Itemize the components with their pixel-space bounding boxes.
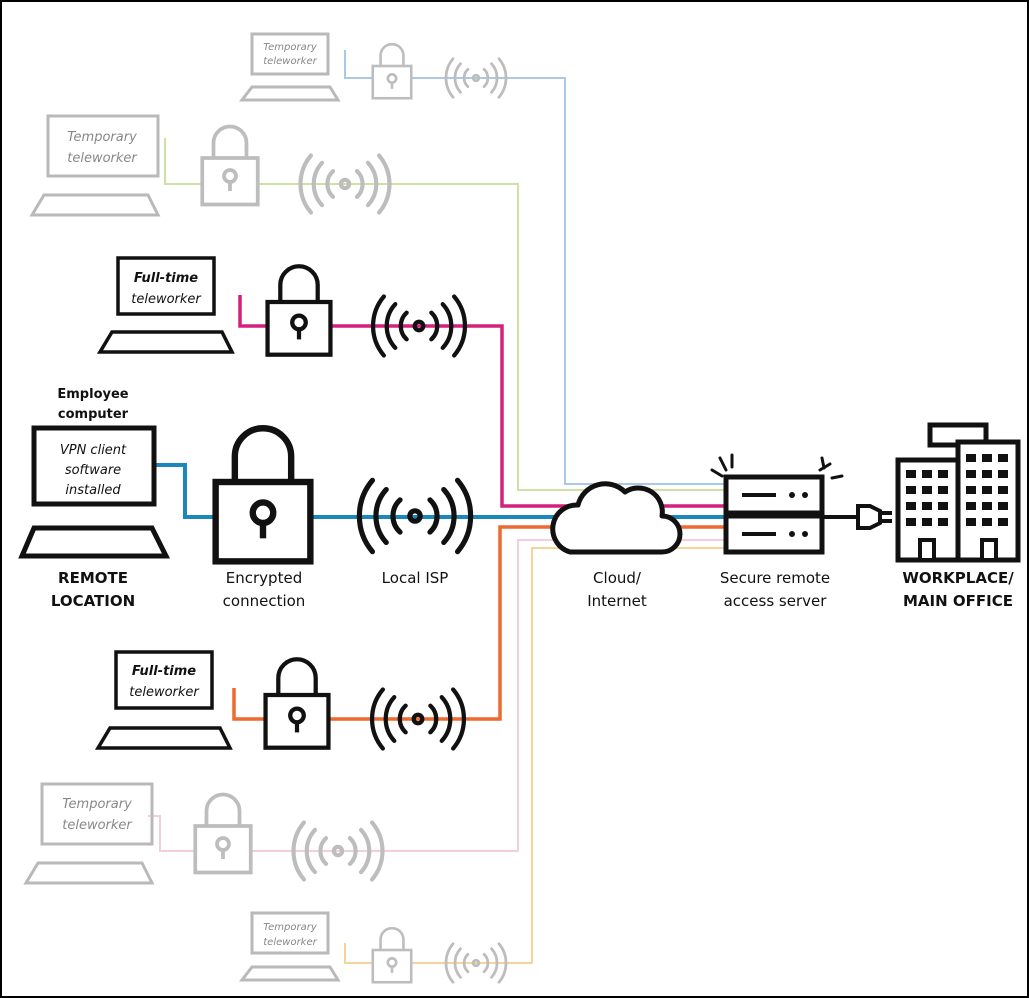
cloud-label-1: Cloud/ bbox=[593, 569, 642, 587]
vpn-client-text-2: software bbox=[65, 463, 121, 478]
laptop-icon bbox=[94, 650, 233, 750]
remote-location-label-1: REMOTE bbox=[58, 569, 128, 587]
teleworker-6-label-2: teleworker bbox=[263, 937, 317, 948]
teleworker-5: Temporary teleworker bbox=[23, 782, 382, 885]
laptop-icon bbox=[96, 256, 235, 354]
server-label-1: Secure remote bbox=[720, 569, 830, 587]
teleworker-1-label-1: Temporary bbox=[263, 42, 318, 53]
employee-computer-label-2: computer bbox=[58, 407, 129, 422]
laptop-icon bbox=[23, 782, 155, 885]
line-tw-1 bbox=[344, 50, 726, 485]
laptop-icon bbox=[18, 425, 171, 559]
office-building-icon: WORKPLACE/ MAIN OFFICE bbox=[895, 422, 1021, 610]
teleworker-4-label-2: teleworker bbox=[129, 685, 200, 700]
teleworker-6: Temporary teleworker bbox=[238, 911, 508, 984]
teleworker-1-label-2: teleworker bbox=[263, 56, 317, 67]
remote-location: Employee computer VPN client software in… bbox=[18, 387, 171, 610]
cloud-label-2: Internet bbox=[587, 592, 647, 610]
teleworker-4: Full-time teleworker bbox=[94, 650, 464, 750]
office-label-2: MAIN OFFICE bbox=[903, 592, 1013, 610]
remote-location-label-2: LOCATION bbox=[51, 592, 135, 610]
local-isp: Local ISP bbox=[359, 480, 470, 587]
teleworker-3-label-1: Full-time bbox=[134, 271, 198, 286]
teleworker-5-label-2: teleworker bbox=[62, 818, 133, 833]
teleworker-4-label-1: Full-time bbox=[132, 664, 196, 679]
server-label-2: access server bbox=[724, 592, 828, 610]
employee-computer-label-1: Employee bbox=[57, 387, 128, 402]
teleworker-3: Full-time teleworker bbox=[96, 256, 465, 355]
laptop-icon bbox=[238, 911, 341, 982]
local-isp-label: Local ISP bbox=[382, 569, 449, 587]
alert-spark-icon bbox=[710, 453, 844, 480]
vpn-client-text-1: VPN client bbox=[60, 443, 127, 458]
teleworker-3-label-2: teleworker bbox=[131, 292, 202, 307]
teleworker-1: Temporary teleworker bbox=[238, 32, 508, 102]
secure-access-server: Secure remote access server bbox=[710, 453, 844, 610]
server-icon bbox=[723, 474, 825, 555]
cloud-internet: Cloud/ Internet bbox=[550, 481, 683, 610]
teleworker-5-label-1: Temporary bbox=[62, 797, 132, 812]
cloud-icon bbox=[550, 481, 683, 555]
vpn-client-text-3: installed bbox=[65, 483, 121, 498]
teleworker-2-label-2: teleworker bbox=[67, 151, 138, 166]
encrypted-label-2: connection bbox=[223, 592, 306, 610]
teleworker-6-label-1: Temporary bbox=[263, 922, 318, 933]
laptop-icon bbox=[238, 32, 341, 102]
encrypted-connection: Encrypted connection bbox=[216, 428, 311, 610]
office-label-1: WORKPLACE/ bbox=[902, 569, 1014, 587]
encrypted-label-1: Encrypted bbox=[226, 569, 302, 587]
laptop-icon bbox=[29, 114, 161, 217]
teleworker-2: Temporary teleworker bbox=[29, 114, 389, 217]
teleworker-2-label-1: Temporary bbox=[67, 130, 137, 145]
plug-icon bbox=[822, 504, 892, 530]
